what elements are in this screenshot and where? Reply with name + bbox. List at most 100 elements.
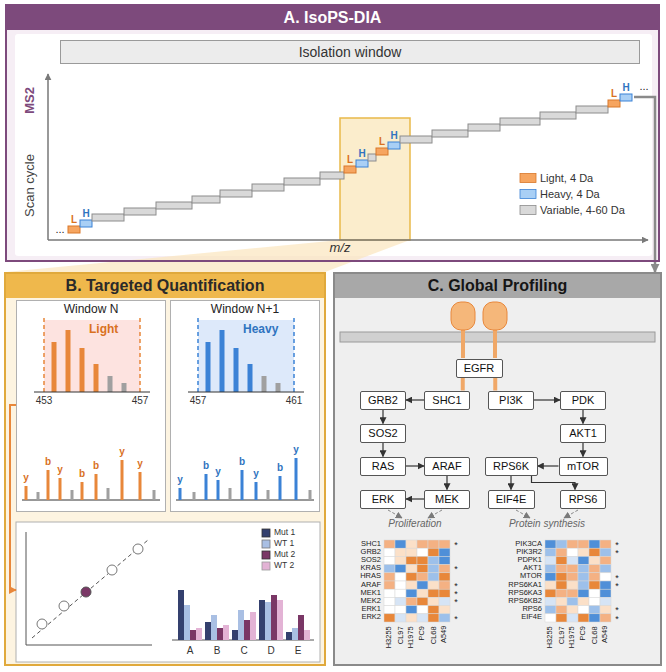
- heat-cell: [578, 548, 589, 556]
- pathway-box: AKT1: [560, 424, 606, 443]
- panel: A. IsoPS-DIAIsolation window: [5, 4, 660, 262]
- connector: [406, 498, 424, 499]
- channel-mark: H: [622, 82, 629, 94]
- heat-cell: [545, 573, 556, 581]
- heat-cell: [567, 606, 578, 614]
- isolation-step: [368, 154, 376, 161]
- heat-cell: [556, 589, 567, 597]
- fragment-peak: [153, 490, 156, 500]
- heat-cell: [600, 540, 611, 548]
- connector: [534, 399, 560, 400]
- column-label: A549: [601, 626, 610, 644]
- isolation-step: [576, 106, 608, 113]
- significance-mark: *: [454, 597, 458, 607]
- fragment-peak: [229, 488, 232, 500]
- connector: [446, 476, 447, 490]
- fragment-peak: [121, 460, 124, 500]
- data-point: [107, 565, 117, 575]
- ellipsis: ...: [639, 80, 648, 93]
- heat-cell: [589, 556, 600, 564]
- heat-cell: [556, 597, 567, 605]
- bar: [271, 595, 277, 640]
- heat-cell: [428, 581, 439, 589]
- heat-cell: [384, 556, 395, 564]
- panel-fill: [333, 272, 662, 666]
- connector: [493, 378, 497, 391]
- heat-cell: [395, 548, 406, 556]
- isotope-peak: [108, 376, 113, 392]
- node-label: ARAF: [425, 458, 469, 475]
- heat-cell: [589, 581, 600, 589]
- bar: [286, 632, 292, 640]
- bar: [292, 628, 298, 640]
- column-label: H1975: [407, 626, 416, 648]
- ion-label: y: [215, 466, 221, 478]
- heat-cell: [417, 581, 428, 589]
- baseline: [188, 392, 304, 393]
- isolation-step: [344, 166, 356, 173]
- flow-line: [634, 97, 655, 262]
- isotope-peak: [220, 330, 225, 392]
- ion-label: b: [277, 462, 283, 474]
- isolation-step: [540, 112, 576, 119]
- heat-cell: [589, 540, 600, 548]
- dashed-arrow: [516, 510, 530, 518]
- heat-cell: [428, 606, 439, 614]
- bar: [238, 610, 244, 640]
- significance-mark: *: [454, 614, 458, 624]
- fragment-peak: [267, 490, 270, 500]
- window-ground: [16, 300, 166, 512]
- heat-cell: [417, 606, 428, 614]
- heat-cell: [384, 565, 395, 573]
- bar: [190, 630, 196, 640]
- connector: [406, 465, 424, 466]
- pathway-box: PDK: [560, 391, 606, 410]
- heat-cell: [578, 581, 589, 589]
- isolation-step: [252, 184, 284, 191]
- node-label: PI3K: [489, 392, 533, 409]
- isolation-step: [376, 148, 388, 155]
- channel-mark: L: [379, 136, 385, 148]
- heat-cell: [578, 565, 589, 573]
- axis-label: Scan cycle: [23, 154, 38, 217]
- panel: C. Global ProfilingEGFRGRB2SHC1PI3KPDKSO…: [333, 272, 662, 666]
- heat-cell: [439, 589, 450, 597]
- heat-cell: [439, 565, 450, 573]
- fragment-peak: [179, 488, 182, 500]
- receptor-tail: [461, 328, 465, 358]
- heat-cell: [439, 573, 450, 581]
- fragment-peak: [193, 492, 196, 500]
- heat-cell: [589, 597, 600, 605]
- heat-cell: [406, 581, 417, 589]
- heat-cell: [556, 573, 567, 581]
- isolation-step: [432, 130, 468, 137]
- bar: [250, 612, 256, 640]
- axis: [26, 645, 152, 646]
- bar: [178, 590, 184, 640]
- window-title: Window N: [17, 302, 165, 316]
- legend-swatch: [262, 540, 270, 548]
- heat-cell: [428, 548, 439, 556]
- heat-cell: [600, 548, 611, 556]
- bar-category: D: [267, 645, 274, 657]
- column-label: H3255: [385, 626, 394, 648]
- isolation-step: [468, 124, 500, 131]
- panel-title: A. IsoPS-DIA: [7, 6, 658, 30]
- fragment-peak: [255, 482, 258, 500]
- isolation-step: [192, 196, 220, 203]
- fragment-peak: [139, 472, 142, 500]
- pathway-box: EIF4E: [488, 490, 535, 509]
- isolation-step: [608, 100, 620, 107]
- ion-label: y: [137, 458, 143, 470]
- legend-swatch: [262, 529, 270, 537]
- heat-cell: [406, 540, 417, 548]
- heat-cell: [417, 589, 428, 597]
- axis: [26, 532, 27, 645]
- node-label: MEK: [425, 491, 469, 508]
- bar: [304, 630, 310, 640]
- channel-mark: H: [390, 130, 397, 142]
- heat-cell: [545, 548, 556, 556]
- heat-cell: [600, 573, 611, 581]
- heat-cell: [395, 606, 406, 614]
- heat-cell: [395, 597, 406, 605]
